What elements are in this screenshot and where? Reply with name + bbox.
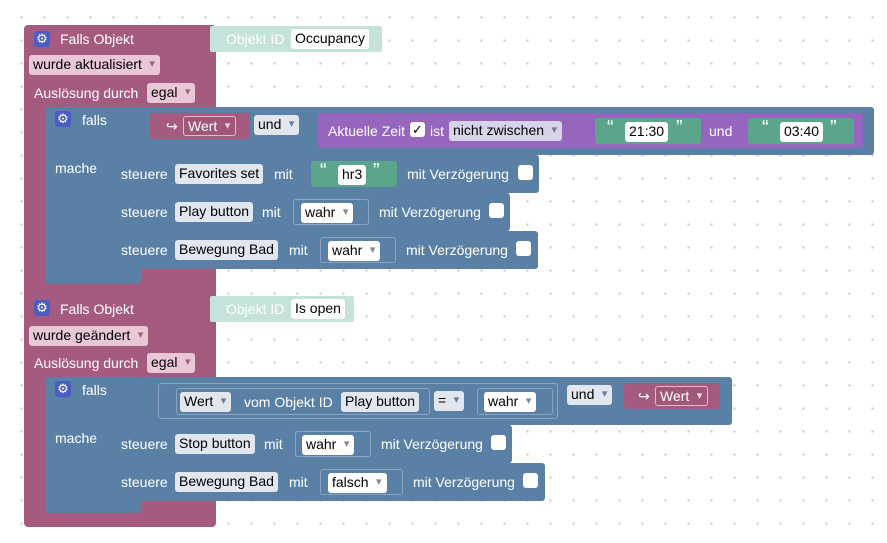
boolean-value-dropdown[interactable]: wahr: [484, 392, 537, 412]
boolean-value-dropdown[interactable]: wahr: [302, 435, 355, 455]
quote-open-icon: “: [607, 117, 614, 139]
action-with-label: mit: [262, 204, 281, 220]
gear-icon[interactable]: ⚙: [34, 300, 50, 316]
trigger-source-dropdown[interactable]: egal: [147, 83, 196, 103]
time-to-field[interactable]: 03:40: [780, 122, 824, 142]
quote-open-icon: “: [320, 160, 327, 182]
action-with-label: mit: [289, 242, 308, 258]
delay-checkbox[interactable]: [523, 473, 538, 488]
action-target-field[interactable]: Bewegung Bad: [175, 240, 278, 260]
trigger-source-label: Auslösung durch: [34, 85, 139, 101]
delay-label: mit Verzögerung: [379, 204, 481, 220]
time-label: Aktuelle Zeit: [328, 123, 406, 139]
do-label: mache: [55, 430, 98, 446]
trigger-source-dropdown[interactable]: egal: [147, 353, 196, 373]
text-value-field[interactable]: hr3: [338, 165, 367, 185]
action-verb-label: steuere: [121, 166, 168, 182]
quote-close-icon: ”: [676, 117, 683, 139]
from-object-field[interactable]: Play button: [341, 392, 420, 412]
event-header-label: Falls Objekt: [60, 31, 134, 47]
action-target-field[interactable]: Play button: [175, 202, 254, 222]
if-label: falls: [82, 112, 107, 128]
action-target-field[interactable]: Favorites set: [175, 164, 264, 184]
event-header-label: Falls Objekt: [60, 301, 134, 317]
quote-open-icon: “: [762, 117, 769, 139]
boolean-value-dropdown[interactable]: wahr: [301, 203, 354, 223]
action-target-field[interactable]: Stop button: [175, 434, 255, 454]
value-field-dropdown[interactable]: Wert: [180, 392, 232, 412]
gear-icon[interactable]: ⚙: [34, 31, 50, 47]
delay-label: mit Verzögerung: [407, 166, 509, 182]
time-from-field[interactable]: 21:30: [625, 122, 669, 142]
action-with-label: mit: [274, 166, 293, 182]
value-dropdown[interactable]: Wert: [183, 116, 237, 136]
action-verb-label: steuere: [121, 242, 168, 258]
time-checkbox[interactable]: ✓: [410, 122, 425, 137]
object-id-field[interactable]: Is open: [291, 299, 345, 319]
trigger-type-dropdown[interactable]: wurde geändert: [29, 326, 149, 346]
boolean-value-dropdown[interactable]: wahr: [328, 241, 381, 261]
delay-checkbox[interactable]: [491, 435, 506, 450]
is-label: ist: [430, 123, 444, 139]
action-verb-label: steuere: [121, 436, 168, 452]
value-dropdown[interactable]: Wert: [655, 386, 709, 406]
do-label: mache: [55, 160, 98, 176]
variable-arrow-icon: ↪: [166, 118, 178, 134]
time-operator-dropdown[interactable]: nicht zwischen: [449, 121, 563, 141]
if-label: falls: [82, 382, 107, 398]
delay-label: mit Verzögerung: [413, 474, 515, 490]
logic-and-dropdown[interactable]: und: [254, 115, 300, 135]
delay-label: mit Verzögerung: [381, 436, 483, 452]
delay-label: mit Verzögerung: [406, 242, 508, 258]
object-id-label: Objekt ID: [226, 31, 285, 47]
variable-arrow-icon: ↪: [638, 388, 650, 404]
logic-and-dropdown[interactable]: und: [567, 385, 613, 405]
action-with-label: mit: [264, 436, 283, 452]
quote-close-icon: ”: [373, 160, 380, 182]
compare-operator-dropdown[interactable]: =: [434, 391, 465, 411]
action-with-label: mit: [289, 474, 308, 490]
between-and-label: und: [709, 123, 733, 139]
trigger-type-dropdown[interactable]: wurde aktualisiert: [29, 55, 160, 75]
gear-icon[interactable]: ⚙: [55, 381, 71, 397]
delay-checkbox[interactable]: [518, 165, 533, 180]
action-target-field[interactable]: Bewegung Bad: [175, 472, 278, 492]
object-id-label: Objekt ID: [226, 301, 285, 317]
boolean-value-dropdown[interactable]: falsch: [328, 473, 387, 493]
object-id-field[interactable]: Occupancy: [291, 29, 370, 49]
action-verb-label: steuere: [121, 204, 168, 220]
gear-icon[interactable]: ⚙: [55, 111, 71, 127]
from-object-label: vom Objekt ID: [244, 394, 333, 410]
quote-close-icon: ”: [830, 117, 837, 139]
delay-checkbox[interactable]: [489, 203, 504, 218]
action-verb-label: steuere: [121, 474, 168, 490]
trigger-source-label: Auslösung durch: [34, 355, 139, 371]
delay-checkbox[interactable]: [516, 241, 531, 256]
